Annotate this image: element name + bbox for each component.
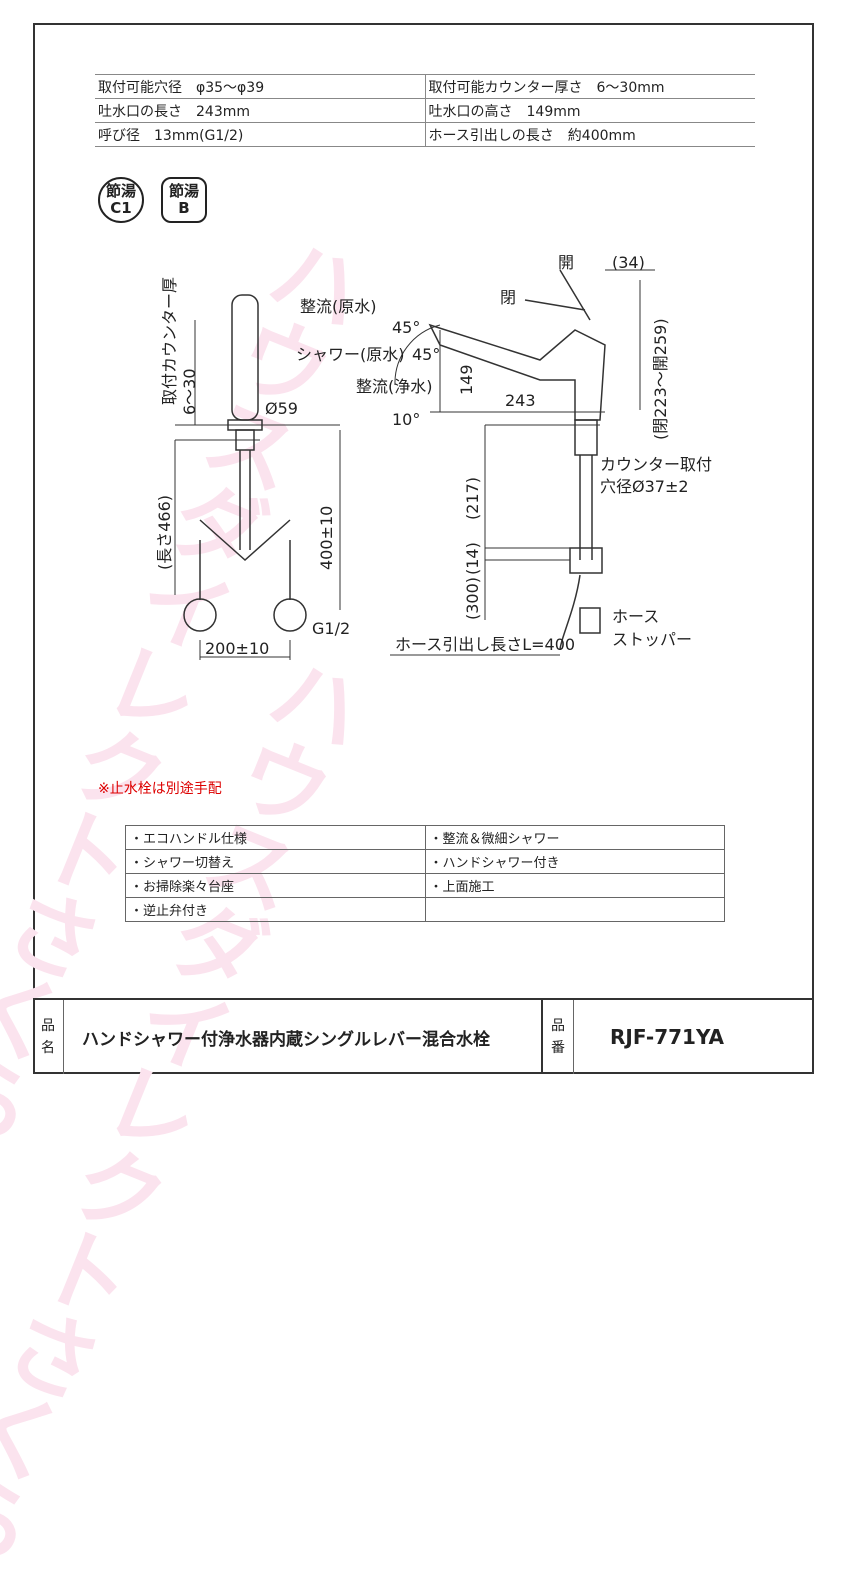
- spec-cell: 取付可能穴径 φ35〜φ39: [95, 74, 425, 99]
- dim-lever-range: (閉223〜開259): [651, 318, 670, 440]
- spec-cell: ホース引出しの長さ 約400mm: [424, 122, 755, 147]
- side-dimension-lines: [390, 269, 655, 656]
- title-block: 品名 ハンドシャワー付浄水器内蔵シングルレバー混合水栓 品番 RJF-771YA: [33, 998, 814, 1074]
- dim-counter-range: 6〜30: [180, 368, 199, 415]
- dim-34: (34): [612, 253, 645, 272]
- product-number-label: 品番: [543, 1000, 574, 1074]
- product-name: ハンドシャワー付浄水器内蔵シングルレバー混合水栓: [64, 1000, 543, 1074]
- feature-cell: ・お掃除楽々台座: [125, 873, 426, 898]
- spec-cell: 呼び径 13mm(G1/2): [95, 122, 425, 147]
- label-hose-stopper: ホース: [612, 607, 659, 626]
- front-view-faucet: [183, 294, 307, 632]
- feature-cell: ・逆止弁付き: [125, 897, 426, 922]
- dim-217: (217): [463, 477, 482, 520]
- feature-cell: [424, 897, 725, 922]
- dim-300: (300): [463, 577, 482, 620]
- angle-3: 10°: [392, 410, 420, 429]
- feature-cell: ・整流＆微細シャワー: [424, 825, 725, 850]
- label-open: 開: [558, 253, 574, 272]
- note-text: ※止水栓は別途手配: [98, 781, 222, 797]
- product-number: RJF-771YA: [610, 1025, 724, 1049]
- page-frame: [33, 23, 814, 1074]
- features-table: ・エコハンドル仕様・整流＆微細シャワー ・シャワー切替え・ハンドシャワー付き ・…: [125, 825, 725, 922]
- label-flow-pure: 整流(浄水): [356, 377, 433, 396]
- feature-cell: ・エコハンドル仕様: [125, 825, 426, 850]
- label-shower-raw: シャワー(原水): [296, 345, 405, 364]
- dim-149: 149: [457, 364, 476, 395]
- angle-1: 45°: [392, 318, 420, 337]
- label-hose-stopper-2: ストッパー: [612, 630, 692, 649]
- front-dimension-lines: [174, 320, 341, 660]
- dim-height-400: 400±10: [317, 506, 336, 570]
- spec-cell: 取付可能カウンター厚さ 6〜30mm: [424, 74, 755, 99]
- spec-row: 呼び径 13mm(G1/2)ホース引出しの長さ 約400mm: [95, 122, 755, 147]
- label-flow-raw: 整流(原水): [300, 297, 377, 316]
- dim-g12: G1/2: [312, 619, 350, 638]
- label-close: 閉: [500, 288, 516, 307]
- feature-cell: ・ハンドシャワー付き: [424, 849, 725, 874]
- label-hose-length: ホース引出し長さL=400: [395, 635, 575, 654]
- label-counter-hole-diameter: 穴径Ø37±2: [600, 477, 689, 496]
- feature-cell: ・上面施工: [424, 873, 725, 898]
- technical-drawing: 取付カウンター厚 6〜30 Ø59 (長さ466) 400±10 G1/2 20…: [155, 253, 712, 660]
- feature-cell: ・シャワー切替え: [125, 849, 426, 874]
- label-counter-hole: カウンター取付: [600, 455, 712, 474]
- product-name-label: 品名: [33, 1000, 64, 1074]
- side-view-faucet: [428, 269, 606, 651]
- dim-length: (長さ466): [155, 495, 174, 570]
- angle-2: 45°: [412, 345, 440, 364]
- dim-14: (14): [463, 542, 482, 575]
- dim-diameter: Ø59: [265, 399, 298, 418]
- dim-243: 243: [505, 391, 536, 410]
- dim-counter-thickness: 取付カウンター厚: [160, 277, 179, 405]
- dim-width-200: 200±10: [205, 639, 269, 658]
